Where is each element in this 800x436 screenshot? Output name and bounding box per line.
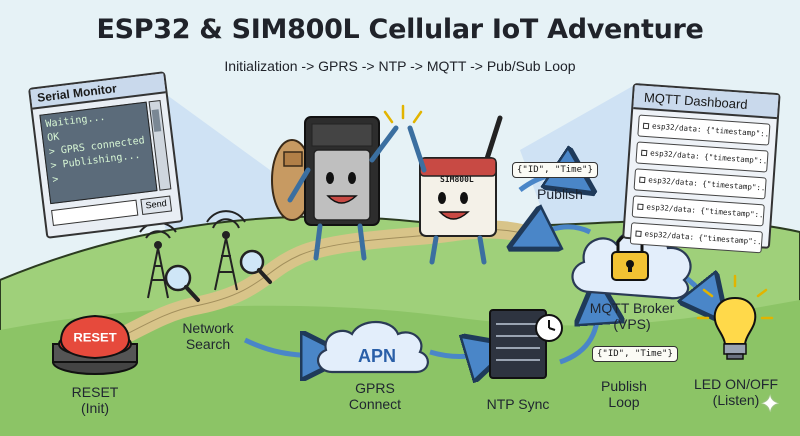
broker-label-line: (VPS) (613, 316, 651, 332)
network-search-label: Network Search (168, 320, 248, 352)
arrow-publish-bottom (530, 227, 592, 238)
network-label-line: Network (182, 320, 234, 336)
led-label: LED ON/OFF (Listen) (690, 376, 782, 408)
serial-send-button[interactable]: Send (140, 195, 173, 216)
publish-loop-line: Loop (608, 394, 640, 410)
arrow-to-apn (243, 340, 325, 356)
page-subtitle: Initialization -> GPRS -> NTP -> MQTT ->… (224, 58, 576, 74)
arrow-to-broker (559, 300, 598, 365)
dashboard-message: esp32/data: {"timestamp":...} (631, 195, 765, 227)
led-label-line: (Listen) (712, 392, 760, 408)
scroll-thumb[interactable] (151, 109, 162, 132)
mqtt-broker-label: MQTT Broker (VPS) (580, 300, 684, 332)
reset-button-graphic (52, 314, 138, 375)
light-bulb (696, 274, 774, 360)
publish-loop-label: Publish Loop (590, 378, 658, 410)
cell-tower-left (139, 221, 177, 299)
magnifier-icon (164, 264, 200, 302)
broker-cloud (571, 228, 692, 300)
magnifier-icon-2 (239, 249, 272, 284)
reset-button-text: RESET (73, 330, 117, 345)
payload-top: {"ID", "Time"} (512, 162, 598, 178)
broker-label-line: MQTT Broker (589, 300, 675, 316)
led-label-line: LED ON/OFF (693, 376, 778, 392)
serial-output: Waiting... OK > GPRS connected > Publish… (39, 101, 158, 205)
reset-label-line: (Init) (81, 400, 109, 416)
cell-tower-right (206, 210, 246, 291)
arrow-to-ntp (429, 352, 490, 357)
payload-bottom: {"ID", "Time"} (592, 346, 678, 362)
network-label-line: Search (185, 336, 231, 352)
gprs-label-line: Connect (348, 396, 402, 412)
dashboard-message: esp32/data: {"timestamp":...} (633, 168, 767, 200)
reset-label-line: RESET (71, 384, 119, 400)
ntp-sync-label: NTP Sync (486, 396, 550, 412)
sim800l-character (407, 115, 503, 265)
apn-cloud (316, 321, 429, 374)
mqtt-dashboard-window: MQTT Dashboard esp32/data: {"timestamp":… (622, 83, 781, 254)
gprs-connect-label: GPRS Connect (335, 380, 415, 412)
page-title: ESP32 & SIM800L Cellular IoT Adventure (96, 14, 704, 45)
ntp-server (489, 309, 563, 379)
serial-input[interactable] (51, 199, 139, 226)
publish-loop-line: Publish (601, 378, 647, 394)
esp32-character (271, 116, 399, 261)
apn-text: APN (357, 346, 396, 366)
sparkle-icon: ✦ (760, 390, 781, 418)
dashboard-message: esp32/data: {"timestamp":...} (635, 141, 769, 173)
dashboard-message: esp32/data: {"timestamp":...} (637, 114, 771, 146)
publish-label: Publish (537, 186, 583, 202)
gprs-label-line: GPRS (355, 380, 395, 396)
high-five-spark (383, 104, 423, 124)
reset-label: RESET (Init) (55, 384, 135, 416)
serial-monitor-window: Serial Monitor Waiting... OK > GPRS conn… (28, 71, 184, 239)
sim-module-text: SIM800L (440, 175, 474, 184)
